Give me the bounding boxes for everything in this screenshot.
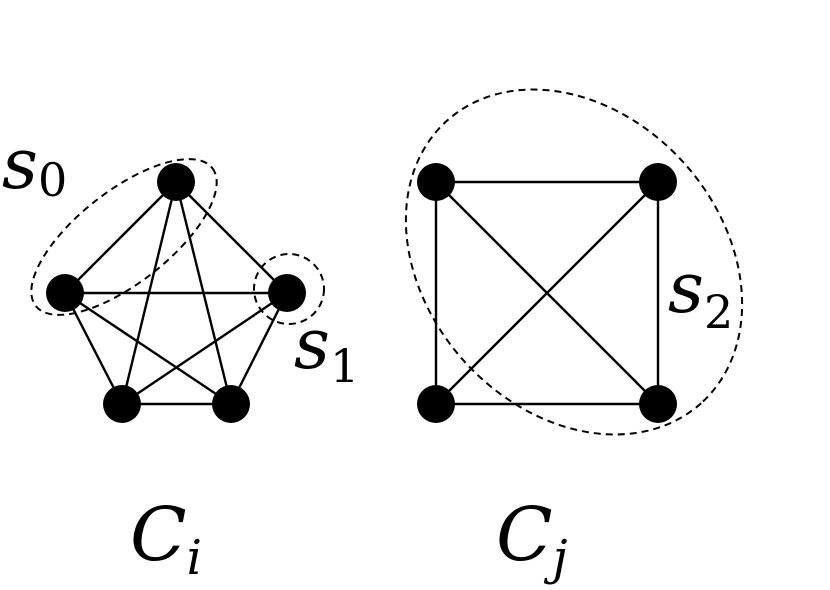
edge-cj-diagonal-2 bbox=[435, 181, 659, 405]
vertex-ci-left bbox=[46, 274, 84, 312]
caption-cj-base: C bbox=[496, 492, 553, 578]
caption-ci: Ci bbox=[130, 492, 202, 586]
vertex-ci-bottom-right bbox=[212, 385, 250, 423]
label-s2-sub: 2 bbox=[704, 285, 733, 339]
vertex-ci-top bbox=[157, 163, 195, 201]
caption-ci-sub: i bbox=[187, 530, 202, 586]
subset-s0-outline bbox=[30, 158, 218, 316]
edge-ci-top-left bbox=[64, 181, 177, 294]
graph-cj bbox=[417, 163, 677, 423]
label-s1-base: s bbox=[294, 303, 330, 385]
edge-ci-left-bottomleft bbox=[63, 292, 124, 405]
vertex-cj-top-right bbox=[639, 163, 677, 201]
label-s0-sub: 0 bbox=[38, 153, 67, 207]
vertex-cj-bottom-right bbox=[639, 385, 677, 423]
vertex-cj-bottom-left bbox=[417, 385, 455, 423]
edge-ci-top-right bbox=[175, 181, 288, 294]
edge-ci-right-bottomleft bbox=[121, 292, 288, 405]
caption-cj: Cj bbox=[496, 492, 568, 586]
graph-ci bbox=[46, 163, 306, 423]
label-s2-base: s bbox=[668, 247, 704, 329]
subset-s2-outline bbox=[404, 88, 744, 436]
caption-ci-base: C bbox=[130, 492, 187, 578]
subset-s1-outline bbox=[253, 253, 325, 325]
label-s1: s1 bbox=[294, 303, 359, 393]
label-s1-sub: 1 bbox=[330, 339, 359, 393]
vertex-cj-top-left bbox=[417, 163, 455, 201]
label-s2: s2 bbox=[668, 247, 733, 339]
edge-ci-right-bottomright bbox=[229, 292, 289, 405]
edge-ci-left-bottomright bbox=[64, 292, 232, 405]
vertex-ci-bottom-left bbox=[103, 385, 141, 423]
vertex-ci-right bbox=[268, 274, 306, 312]
label-s0: s0 bbox=[2, 123, 67, 207]
label-s0-base: s bbox=[2, 123, 38, 205]
